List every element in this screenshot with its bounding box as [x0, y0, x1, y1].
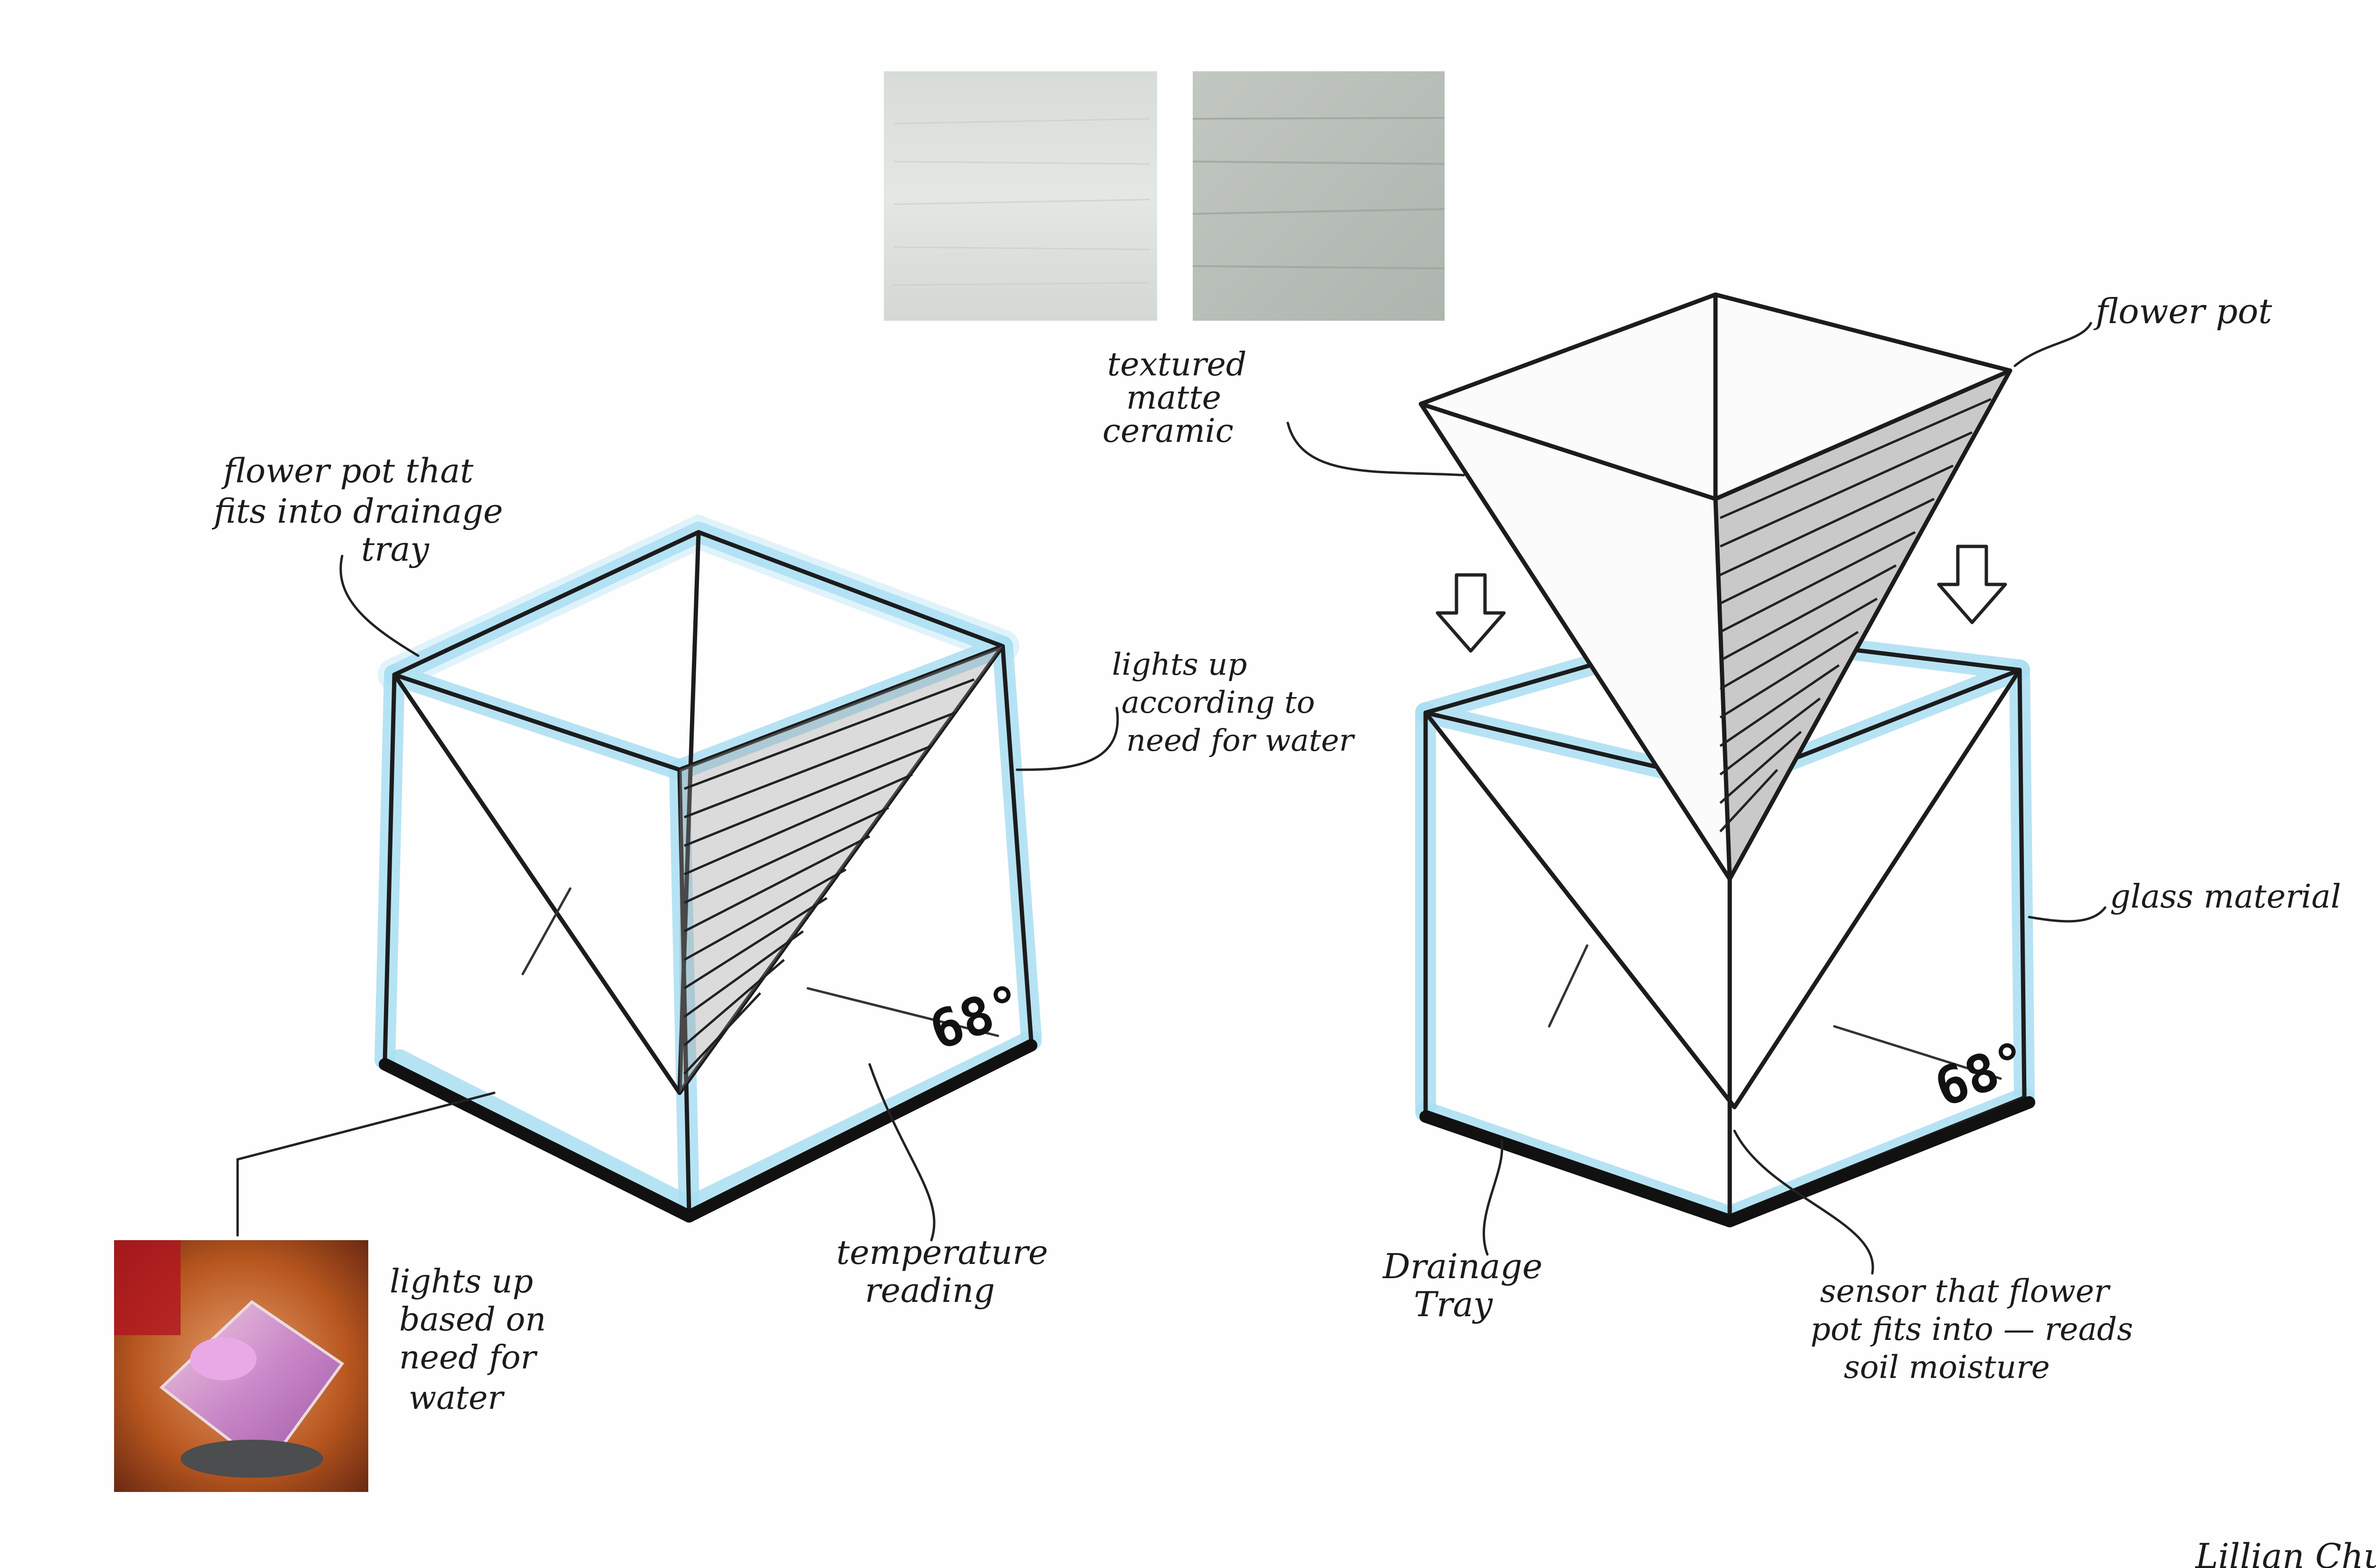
left-note-right-2: according to: [1121, 685, 1315, 720]
left-note-top-1: flower pot that: [221, 451, 474, 490]
right-cube-sketch: 68°: [1415, 621, 2037, 1227]
left-note-top-2: fits into drainage: [211, 492, 503, 531]
pot-hatching: [1719, 398, 1992, 832]
material-swatches: [884, 71, 1445, 321]
material-note-1: textured: [1107, 346, 1246, 383]
material-note-3: ceramic: [1102, 412, 1234, 450]
sensor-note-1: sensor that flower: [1820, 1273, 2111, 1310]
sensor-note-3: soil moisture: [1844, 1349, 2050, 1386]
insert-arrow-right-icon: [1937, 545, 2007, 624]
swatch-wood: [1193, 71, 1445, 321]
right-labels: textured matte ceramic flower pot glass …: [1102, 291, 2341, 1386]
left-note-right-1: lights up: [1112, 647, 1247, 682]
sensor-note-2: pot fits into — reads: [1811, 1311, 2133, 1348]
left-hatching: [683, 678, 975, 1075]
swatch-wood-grain: [1192, 117, 1445, 269]
left-cube-sketch: 68°: [374, 514, 1042, 1223]
swatch-light: [884, 71, 1157, 321]
insert-arrow-left-icon: [1436, 573, 1506, 653]
left-labels: flower pot that fits into drainage tray …: [211, 451, 1355, 1310]
photo-note-3: need for: [399, 1339, 538, 1377]
swatch-light-texture: [893, 118, 1150, 286]
photo-note-1: lights up: [390, 1263, 533, 1300]
glass-note: glass material: [2110, 878, 2341, 916]
material-note-2: matte: [1126, 379, 1221, 417]
tray-note-1: Drainage: [1382, 1246, 1542, 1286]
left-note-top-3: tray: [361, 530, 430, 569]
photo-note-4: water: [409, 1379, 505, 1417]
flower-pot-sketch: [1418, 292, 2012, 881]
pot-note: flower pot: [2093, 291, 2272, 331]
signature: Lillian Chu: [2194, 1536, 2376, 1568]
left-note-bottom-2: reading: [865, 1271, 995, 1310]
photo-labels: lights up based on need for water: [390, 1263, 546, 1417]
tray-note-2: Tray: [1414, 1284, 1493, 1324]
photo-note-2: based on: [399, 1301, 546, 1339]
left-note-bottom-1: temperature: [836, 1233, 1048, 1272]
left-note-right-3: need for water: [1126, 723, 1355, 758]
reference-photo: [114, 1240, 368, 1492]
